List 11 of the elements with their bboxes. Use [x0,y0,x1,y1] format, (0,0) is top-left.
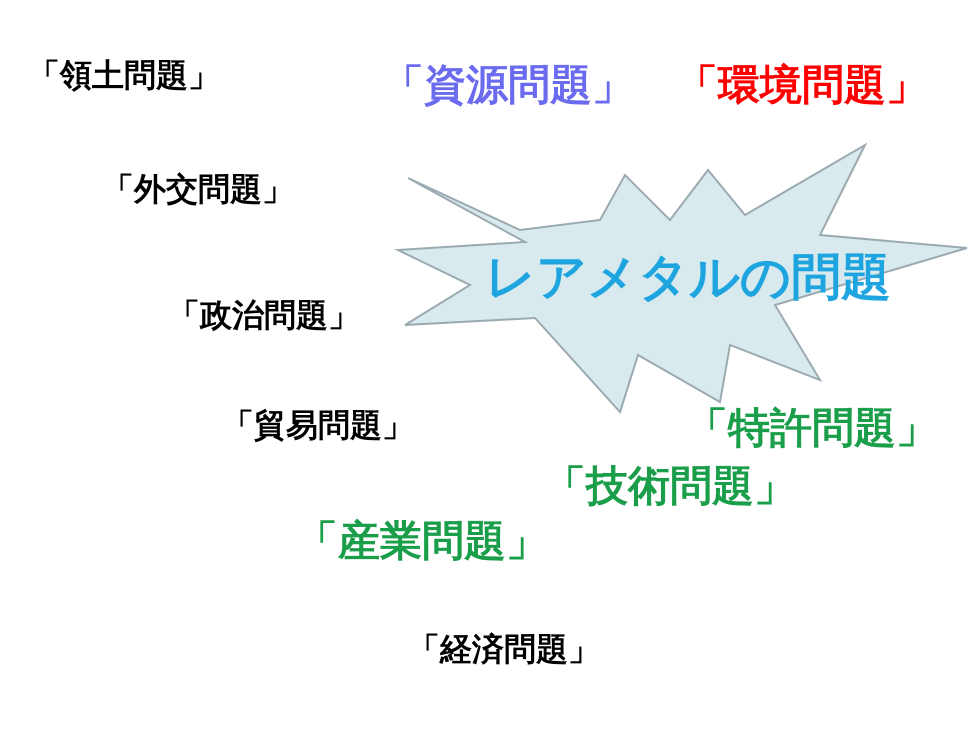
topic-label: 「経済問題」 [408,632,600,668]
starburst-title: レアメタルの問題 [485,250,891,305]
topic-label: 「環境問題」 [676,62,928,108]
topic-label: 「技術問題」 [544,463,796,510]
topic-label: 「産業問題」 [296,518,548,564]
topic-label: 「政治問題」 [168,298,360,334]
topic-label: 「外交問題」 [102,172,294,208]
topic-label: 「貿易問題」 [222,408,414,444]
topic-label: 「資源問題」 [382,62,634,108]
topic-label: 「特許問題」 [686,405,938,452]
topic-label: 「領土問題」 [28,58,220,94]
